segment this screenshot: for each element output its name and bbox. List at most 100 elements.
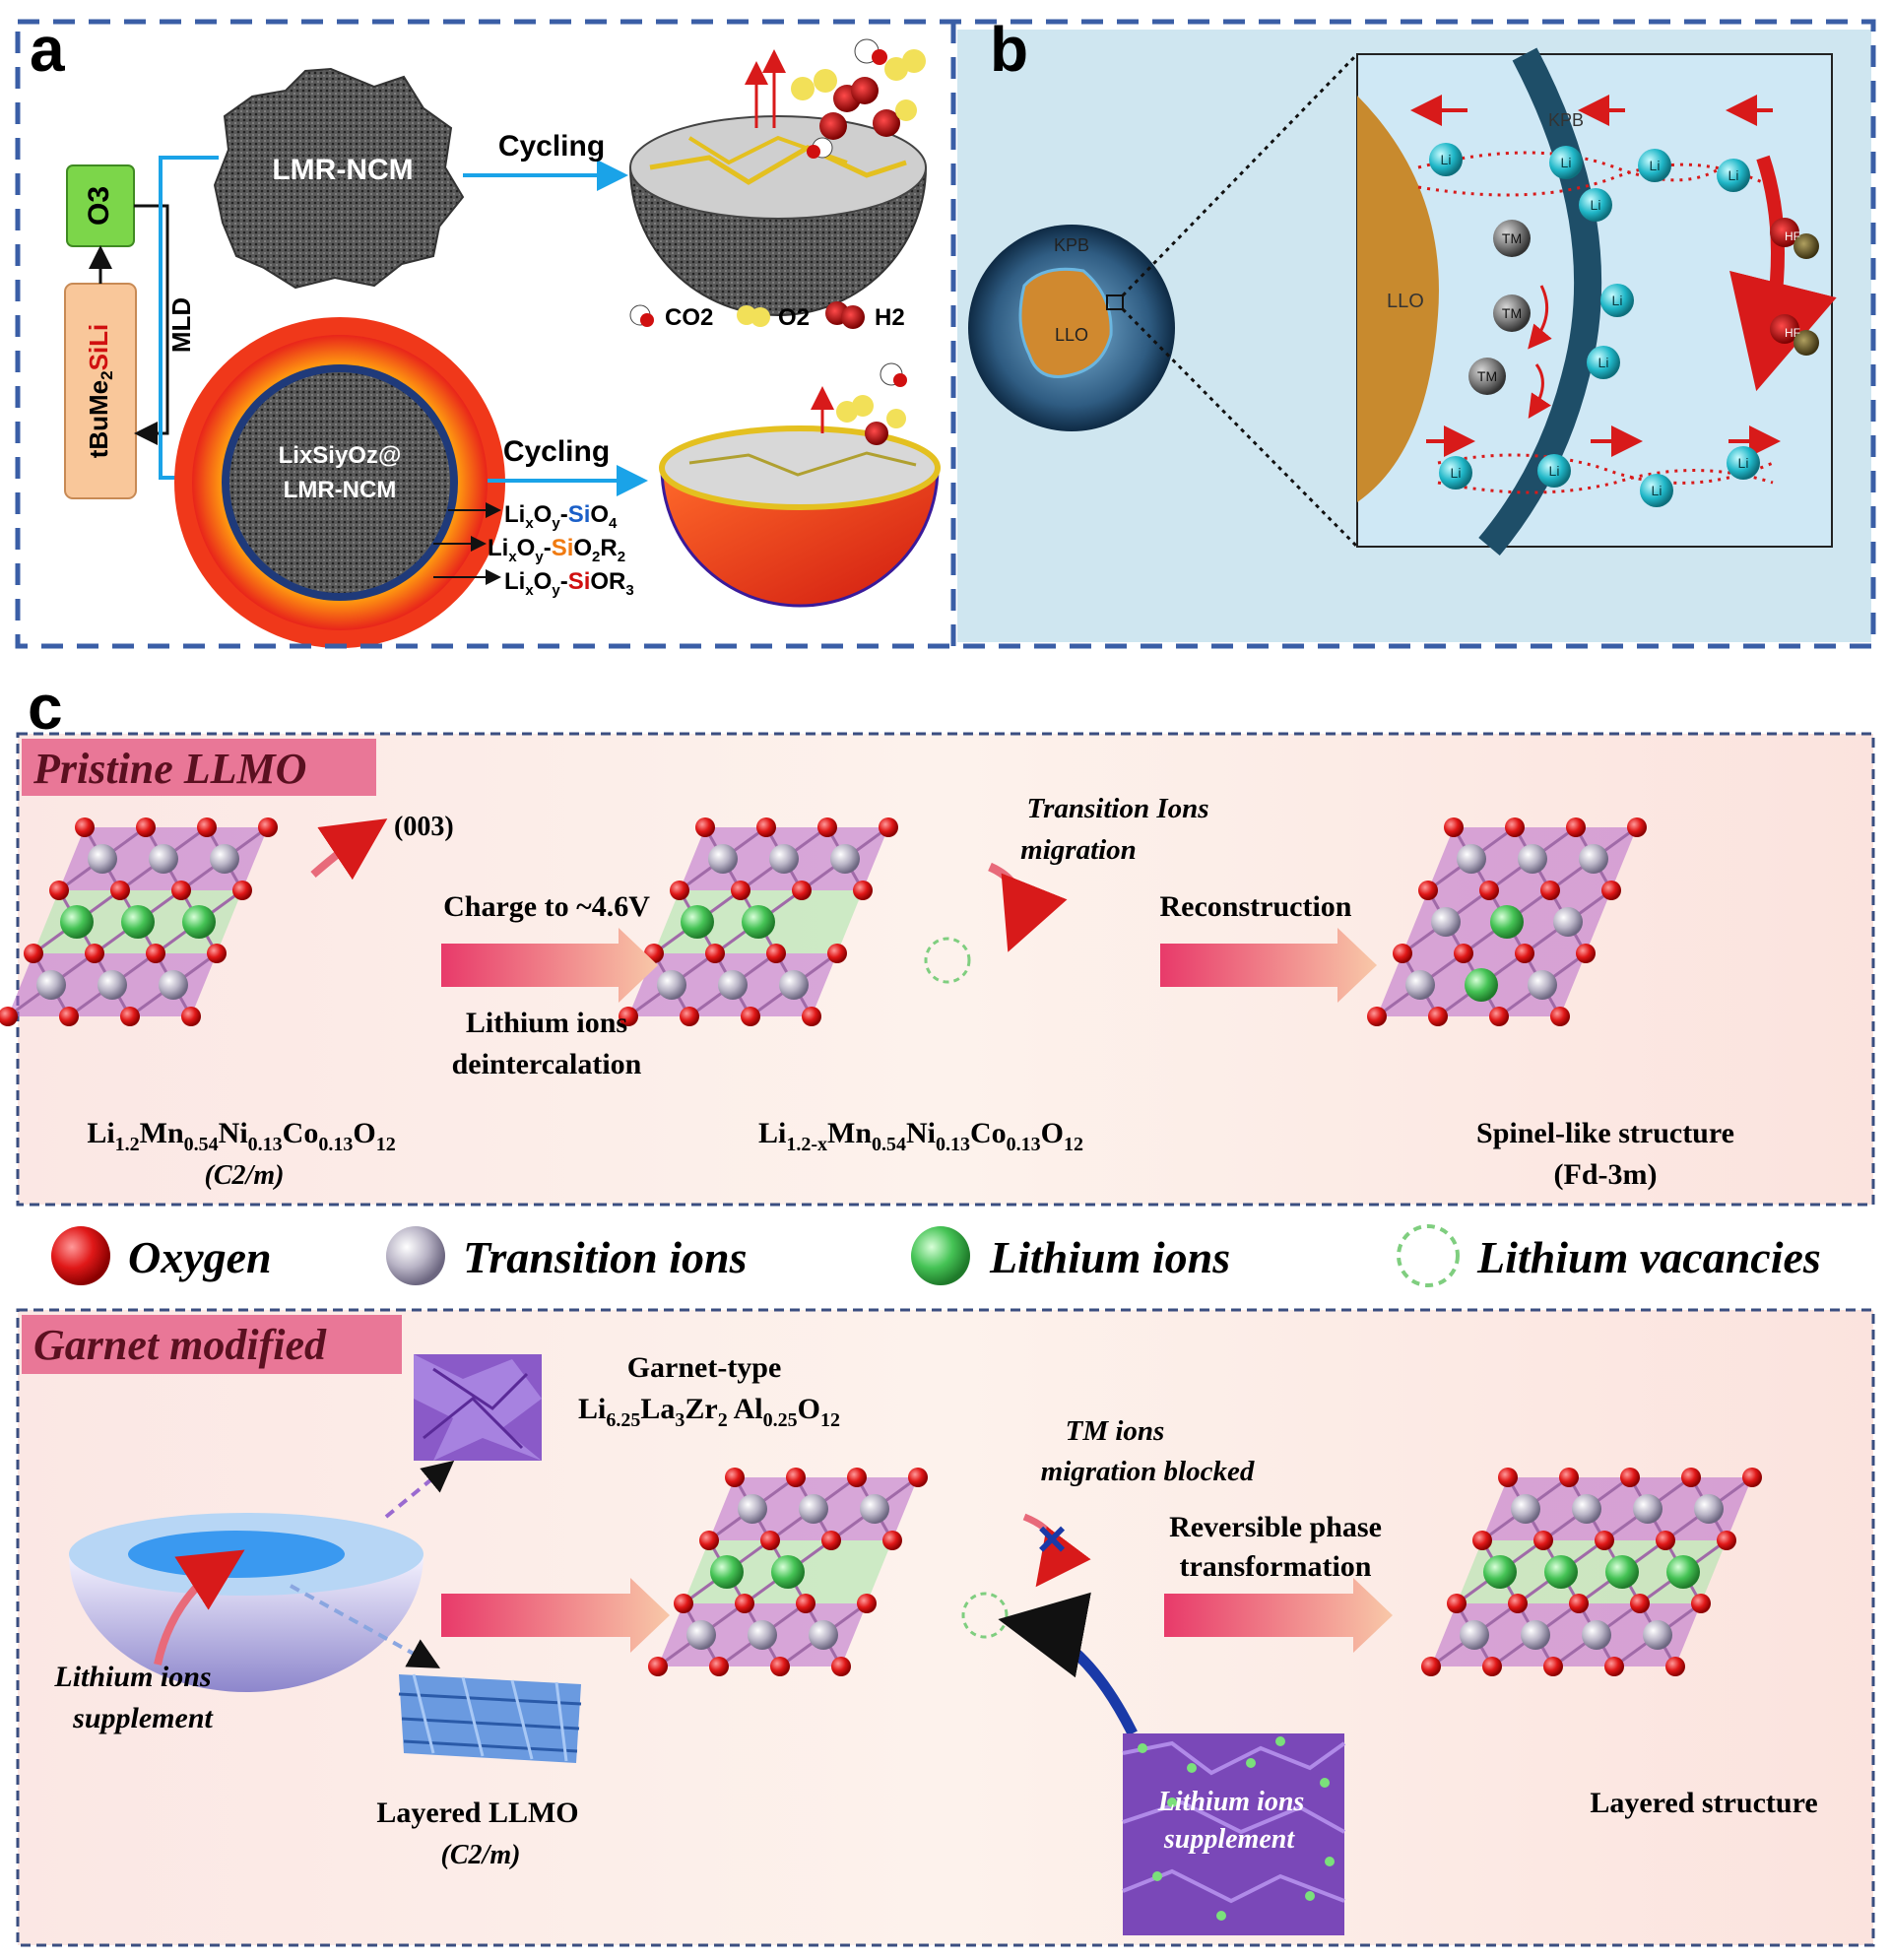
lithium-atom <box>710 1555 744 1589</box>
lattice-garnet-charged <box>648 1468 928 1676</box>
layered-structure-label: Layered structure <box>1590 1787 1817 1819</box>
oxygen-atom <box>827 944 847 963</box>
legend-vacancy: Lithium vacancies <box>1476 1232 1821 1282</box>
oxygen-atom <box>709 1657 729 1676</box>
garnet-li-dot <box>1187 1763 1197 1773</box>
gas-legend-o2: O2 <box>778 304 810 331</box>
llo-zoom-label: LLO <box>1387 291 1424 312</box>
bowl-li-arrow <box>154 1549 245 1666</box>
li-ion-b <box>1429 143 1463 176</box>
rev-label-1: Reversible phase <box>1169 1511 1382 1543</box>
lmr-ncm-particle <box>213 67 465 290</box>
oxygen-atom <box>1393 944 1412 963</box>
deint-label-2: deintercalation <box>452 1048 642 1080</box>
oxygen-atom <box>1428 1007 1448 1026</box>
crack-1 <box>649 145 907 185</box>
oxygen-atom <box>731 881 750 900</box>
oxygen-atom <box>120 1007 140 1026</box>
legend-transition-icon <box>386 1226 445 1285</box>
branch-top-line <box>159 156 219 206</box>
oxygen-atom <box>908 1468 928 1487</box>
layered-link-line <box>290 1584 441 1668</box>
blocked-x-icon: × <box>1037 1511 1067 1568</box>
reversible-arrow <box>1164 1578 1393 1653</box>
li-ion-b <box>1579 188 1612 222</box>
transition-atom <box>1582 1620 1611 1650</box>
hf-label-2: HF <box>1785 326 1800 340</box>
oxygen-atom <box>674 1594 693 1613</box>
gas-legend-h2: H2 <box>875 304 905 331</box>
transition-atom <box>159 970 188 1000</box>
li-supp-label-1: Lithium ions <box>53 1661 211 1693</box>
tm-migration-arrow-1 <box>1528 285 1552 350</box>
oxygen-atom <box>879 817 898 837</box>
garnet-crystal <box>414 1354 542 1461</box>
oxygen-atom <box>197 817 217 837</box>
transition-atom <box>1633 1494 1663 1524</box>
transition-atom <box>1553 907 1583 937</box>
transition-atom <box>748 1620 777 1650</box>
oxygen-atom <box>680 1007 699 1026</box>
oxygen-atom <box>1620 1468 1640 1487</box>
transition-atom <box>210 844 239 874</box>
kpb-zoom-label: KPB <box>1548 110 1584 130</box>
reconstruction-label: Reconstruction <box>1160 890 1352 923</box>
tm-ion-b-label: TM <box>1502 305 1522 321</box>
legend-lithium-icon <box>911 1226 970 1285</box>
oxygen-atom <box>1421 1657 1441 1676</box>
lithium-atom <box>1483 1555 1517 1589</box>
coated-core-label-2: LMR-NCM <box>284 477 397 503</box>
hf-attack-arrow <box>1729 155 1837 392</box>
garnet-li-dot <box>1138 1743 1147 1753</box>
transition-atom <box>708 844 738 874</box>
transition-atom <box>779 970 809 1000</box>
oxygen-atom <box>1601 881 1621 900</box>
oxygen-atom <box>619 1007 638 1026</box>
li-ion-b <box>1640 474 1673 507</box>
deint-label-1: Lithium ions <box>466 1007 627 1039</box>
garnet-li-dot <box>1167 1797 1177 1807</box>
lattice-charged <box>619 817 898 1026</box>
hf-molecules: HF HF <box>1770 218 1819 356</box>
oxygen-atom <box>1418 881 1438 900</box>
tim-label-2: migration <box>1020 834 1137 866</box>
legend-vacancy-icon <box>1397 1224 1460 1287</box>
oxygen-atom <box>735 1594 754 1613</box>
pristine-title-banner <box>22 739 376 796</box>
garnet-title: Garnet modified <box>33 1321 327 1369</box>
li-ion-b-label: Li <box>1451 465 1462 481</box>
llo-core-small <box>1018 267 1113 378</box>
oxygen-atom <box>1472 1531 1492 1550</box>
oxygen-atom <box>85 944 104 963</box>
zoom-line-top <box>1121 52 1359 297</box>
li-supp2-label-2: supplement <box>1163 1824 1295 1855</box>
bowl-glow <box>128 1531 345 1578</box>
transition-atom <box>1521 1620 1550 1650</box>
li-ion-b-label: Li <box>1591 197 1601 213</box>
oxygen-atom <box>75 817 95 837</box>
garnet-arrow-1 <box>441 1578 670 1653</box>
mld-loop-arrow <box>134 204 169 445</box>
tm-block-label-2: migration blocked <box>1041 1456 1255 1487</box>
pristine-title: Pristine LLMO <box>33 745 306 793</box>
panel-b-label: b <box>990 14 1028 85</box>
oxygen-atom <box>136 817 156 837</box>
transition-atom <box>1460 1620 1489 1650</box>
li-ion-b <box>1439 456 1472 490</box>
lithium-atom <box>1544 1555 1578 1589</box>
oxygen-atom <box>49 881 69 900</box>
transition-atom <box>1579 844 1608 874</box>
oxygen-atom <box>792 881 812 900</box>
li-ion-b-label: Li <box>1612 293 1623 308</box>
oxygen-atom <box>1543 1657 1563 1676</box>
li-ion-b-label: Li <box>1441 152 1452 167</box>
legend-oxygen-icon <box>51 1226 110 1285</box>
coating-layer-3: LixOy-SiOR3 <box>504 568 634 599</box>
tm-ion-b <box>1493 220 1531 257</box>
panel-ab-frame <box>15 19 1876 649</box>
transition-atom <box>1405 970 1435 1000</box>
oxygen-atom <box>1630 1594 1650 1613</box>
